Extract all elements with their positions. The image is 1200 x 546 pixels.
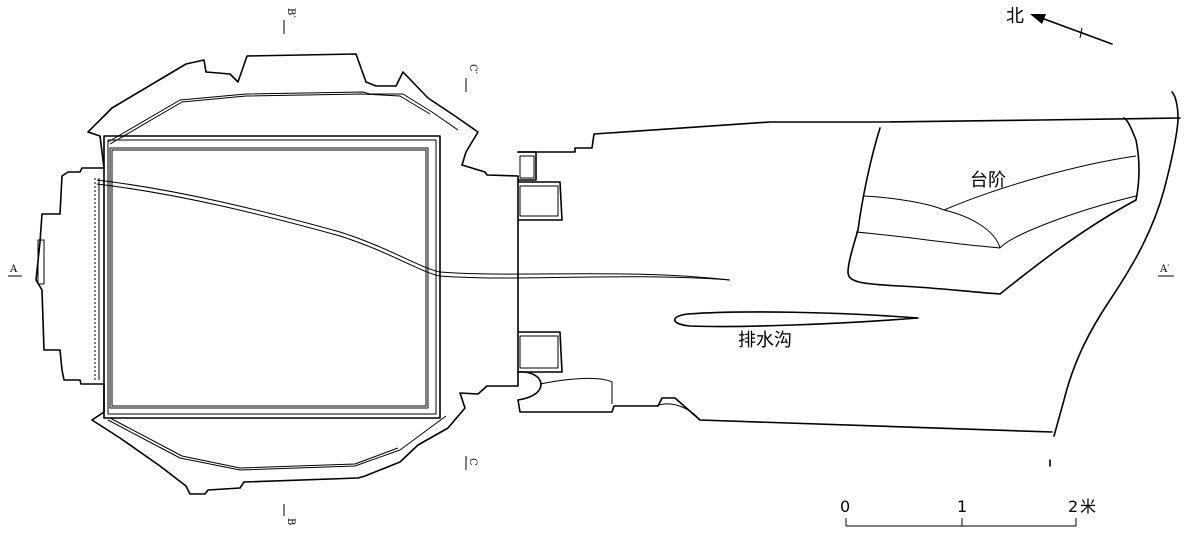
- label-drain: 排水沟: [738, 330, 792, 351]
- drainage-ditch: [673, 311, 919, 328]
- north-arrow: 北: [1006, 6, 1113, 45]
- section-mark-b-bottom: B: [285, 518, 296, 525]
- passage-niche-top: [517, 151, 563, 221]
- section-mark-a-left: A: [9, 264, 18, 275]
- scale-tick-1: 1: [957, 497, 967, 516]
- passage-niche-bottom: [517, 331, 563, 401]
- label-steps: 台阶: [970, 170, 1006, 191]
- scale-tick-0: 0: [840, 497, 850, 516]
- north-label: 北: [1006, 6, 1024, 27]
- section-mark-a-right: A′: [1159, 264, 1170, 275]
- scale-bar: 0 1 2 米: [840, 497, 1096, 527]
- section-mark-b-top: B′: [285, 8, 296, 18]
- scale-tick-2: 2: [1068, 497, 1078, 516]
- crack-line: [96, 179, 731, 281]
- chamber-outline: [35, 53, 519, 495]
- section-mark-c-top: C′: [467, 64, 478, 75]
- coffin-platform: [103, 135, 441, 419]
- scale-unit: 米: [1080, 497, 1096, 516]
- section-marks: A A′ B′ B C′ C: [8, 8, 1174, 525]
- north-arrow-head: [1030, 14, 1046, 24]
- section-mark-c-bottom: C: [467, 458, 478, 466]
- passage-outline: [517, 91, 1181, 467]
- steps-area: [847, 117, 1140, 295]
